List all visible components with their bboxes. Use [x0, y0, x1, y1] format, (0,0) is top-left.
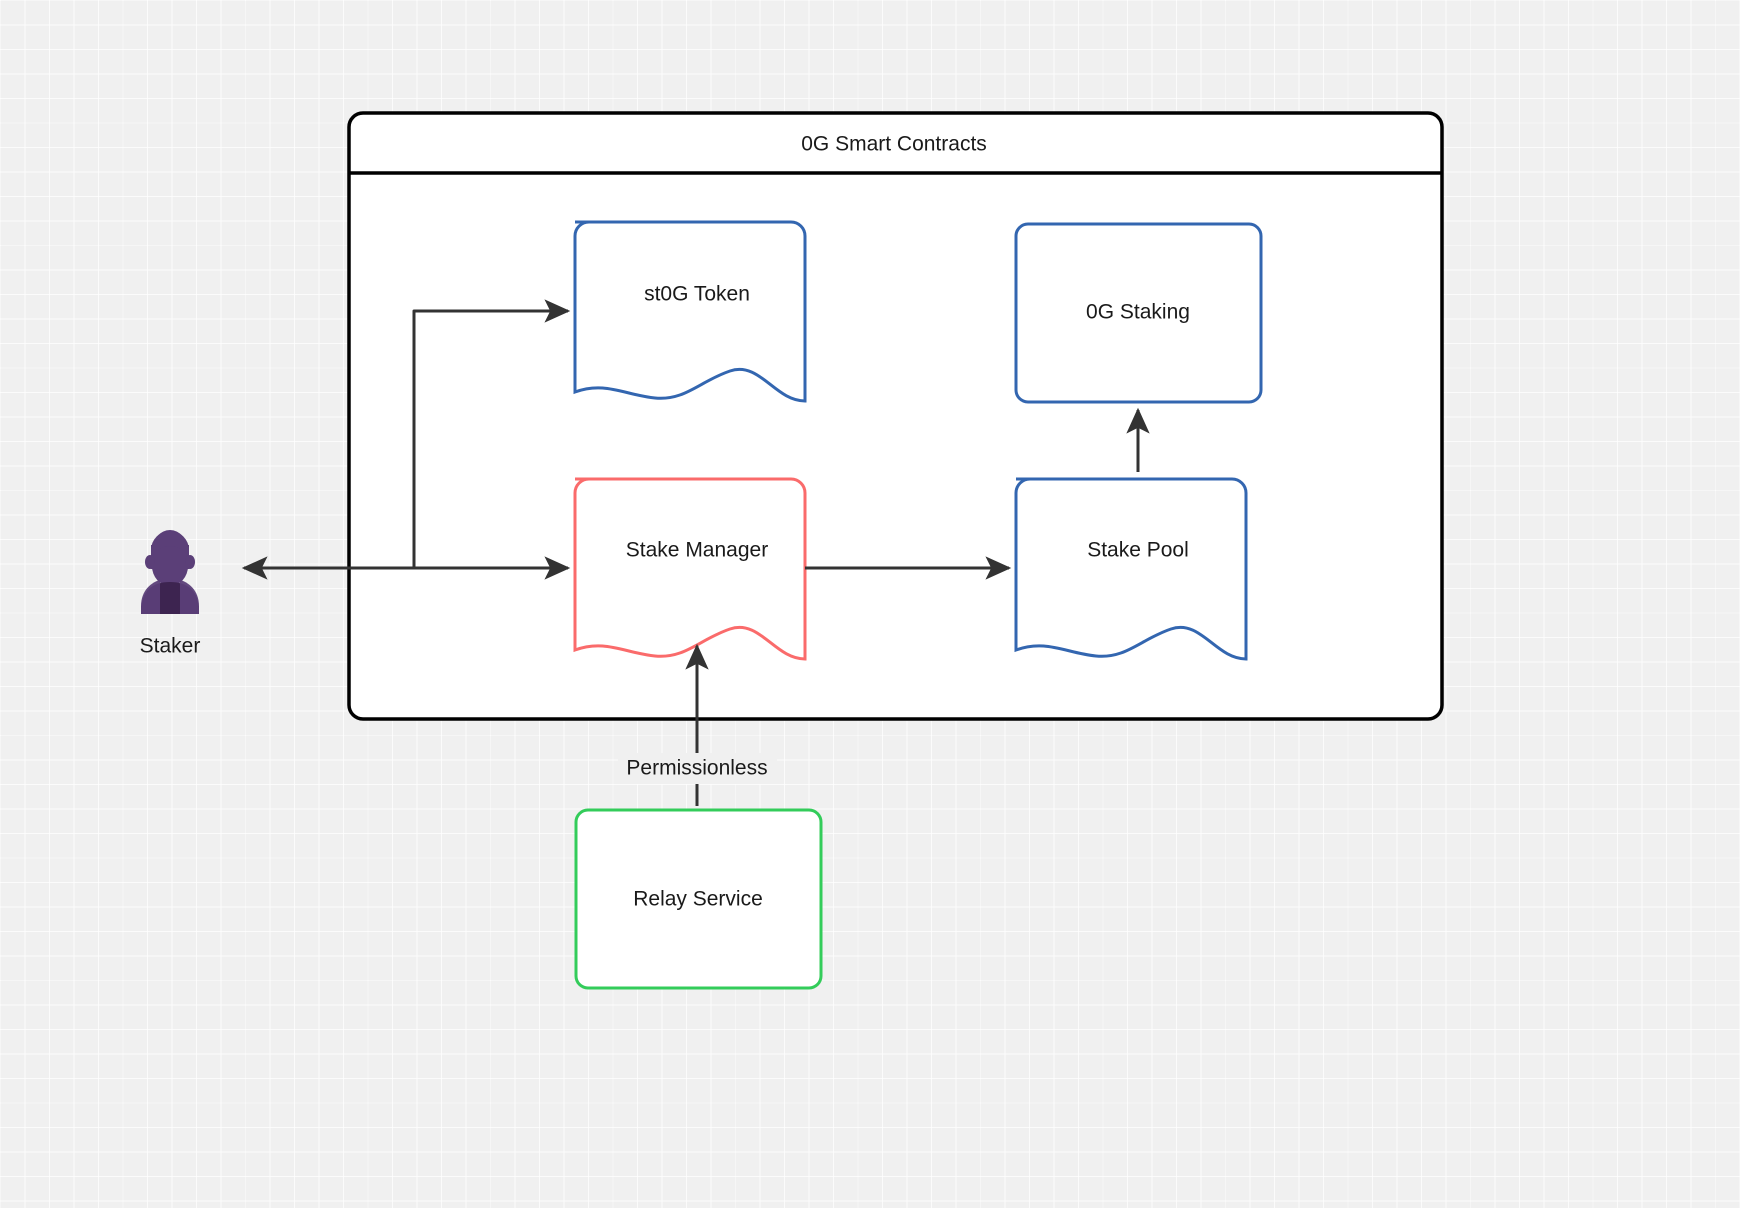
node-relay-service[interactable]: Relay Service: [574, 808, 823, 990]
permissionless-label: Permissionless: [626, 757, 767, 780]
relay-service-label: Relay Service: [633, 888, 763, 911]
stake-pool-shape: [1014, 477, 1248, 661]
smart-contracts-container: 0G Smart Contracts: [347, 111, 1444, 721]
node-stake-pool[interactable]: Stake Pool: [1014, 477, 1248, 661]
relay-service-shape: [574, 808, 823, 990]
actor-staker[interactable]: Staker: [140, 530, 201, 658]
stake-manager-label: Stake Manager: [626, 539, 768, 562]
stake-pool-label: Stake Pool: [1087, 539, 1189, 562]
permissionless-label-bg: [618, 753, 777, 784]
user-icon: [141, 530, 199, 614]
edge-relay-service-stake-manager: Permissionless: [618, 643, 777, 806]
edge-stake-manager-st0g-token-line: [412, 299, 571, 568]
st0g-token-label: st0G Token: [644, 283, 750, 306]
node-0g-staking[interactable]: 0G Staking: [1014, 222, 1263, 404]
staker-label: Staker: [140, 635, 201, 658]
st0g-token-shape: [573, 220, 807, 403]
0g-staking-shape: [1014, 222, 1263, 404]
node-stake-manager[interactable]: Stake Manager: [573, 477, 807, 661]
0g-staking-label: 0G Staking: [1086, 301, 1190, 324]
container-title: 0G Smart Contracts: [801, 133, 987, 156]
node-st0g-token[interactable]: st0G Token: [573, 220, 807, 403]
edge-stake-manager-st0g-token: [412, 299, 571, 568]
container-body: [347, 111, 1444, 721]
stake-manager-shape: [573, 477, 807, 661]
